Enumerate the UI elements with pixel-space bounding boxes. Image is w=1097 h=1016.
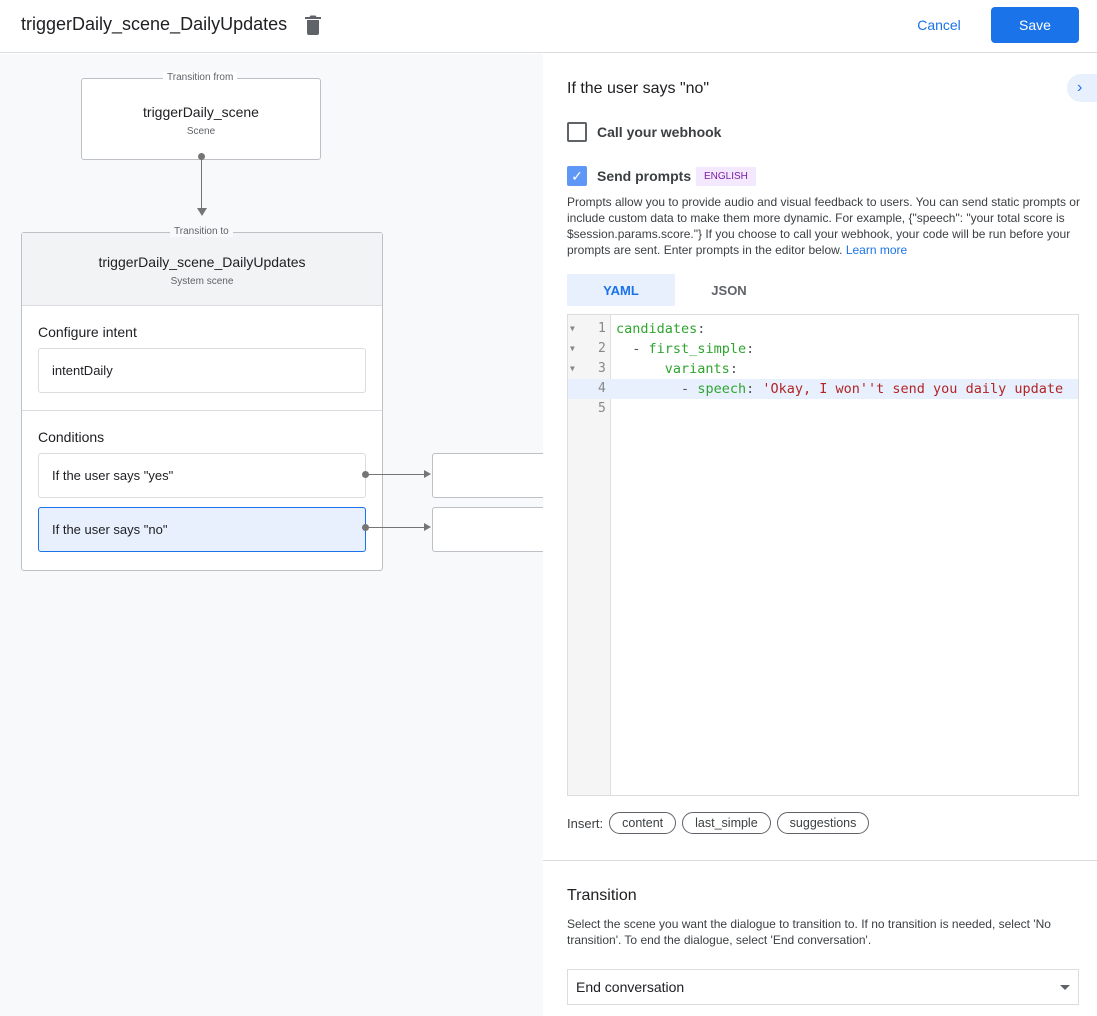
connector-dot — [362, 524, 369, 531]
to-scene-name: triggerDaily_scene_DailyUpdates — [98, 254, 306, 270]
insert-label: Insert: — [567, 815, 604, 831]
header: triggerDaily_scene_DailyUpdates Cancel S… — [0, 0, 1097, 53]
line-number: 1 — [598, 321, 606, 336]
line-number: 4 — [598, 381, 606, 396]
webhook-label: Call your webhook — [597, 124, 722, 140]
arrow-right-icon — [424, 470, 431, 478]
connector-dot — [198, 153, 205, 160]
transition-select[interactable]: End conversation — [567, 969, 1079, 1005]
target-node[interactable] — [432, 453, 543, 498]
fold-icon[interactable]: ▼ — [570, 364, 575, 373]
code-line-3: variants: — [664, 361, 738, 377]
panel-heading: If the user says "no" — [567, 80, 710, 97]
to-scene-type: System scene — [170, 276, 234, 287]
connector-dot — [362, 471, 369, 478]
from-scene-name: triggerDaily_scene — [143, 104, 259, 120]
description-text: Prompts allow you to provide audio and v… — [567, 195, 1080, 257]
transition-heading: Transition — [567, 887, 637, 904]
prompts-checkbox[interactable]: ✓ — [567, 166, 587, 186]
arrow-right-icon — [424, 523, 431, 531]
conditions-heading: Conditions — [38, 429, 105, 445]
flow-canvas: triggerDaily_scene Scene Transition from… — [0, 54, 543, 1016]
fold-icon[interactable]: ▼ — [570, 344, 575, 353]
code-line-1: candidates: — [616, 321, 706, 337]
target-node[interactable] — [432, 507, 543, 552]
insert-chip-suggestions[interactable]: suggestions — [776, 812, 870, 834]
connector-line — [366, 474, 426, 475]
from-scene-type: Scene — [186, 126, 216, 137]
fold-icon[interactable]: ▼ — [570, 324, 575, 333]
insert-chip-last-simple[interactable]: last_simple — [682, 812, 771, 834]
configure-intent-heading: Configure intent — [38, 324, 137, 340]
tab-yaml[interactable]: YAML — [567, 274, 675, 306]
connector-line — [366, 527, 426, 528]
collapse-chevron-icon[interactable]: › — [1067, 74, 1097, 102]
code-line-4: - speech: 'Okay, I won''t send you daily… — [681, 381, 1064, 397]
arrow-down-icon — [197, 208, 207, 216]
dropdown-arrow-icon — [1060, 985, 1070, 990]
prompts-label: Send prompts — [597, 168, 692, 184]
code-editor[interactable]: ▼ ▼ ▼ 1 2 3 4 5 candidates: - first_simp… — [567, 314, 1079, 796]
line-number: 5 — [598, 401, 606, 416]
transition-from-node[interactable]: triggerDaily_scene Scene — [81, 78, 321, 160]
language-badge: ENGLISH — [696, 167, 756, 186]
learn-more-link[interactable]: Learn more — [845, 243, 908, 257]
condition-yes[interactable]: If the user says "yes" — [38, 453, 366, 498]
page-title: triggerDaily_scene_DailyUpdates — [21, 14, 288, 34]
line-number: 3 — [598, 361, 606, 376]
insert-chip-content[interactable]: content — [609, 812, 677, 834]
transition-to-label: Transition to — [170, 226, 233, 237]
transition-from-label: Transition from — [163, 72, 238, 83]
line-number: 2 — [598, 341, 606, 356]
condition-panel: › If the user says "no" Call your webhoo… — [543, 54, 1097, 1016]
trash-icon[interactable] — [305, 15, 321, 35]
code-line-2: - first_simple: — [632, 341, 755, 357]
tab-json[interactable]: JSON — [711, 282, 747, 298]
prompts-description: Prompts allow you to provide audio and v… — [567, 194, 1082, 258]
intent-item[interactable]: intentDaily — [38, 348, 366, 393]
webhook-checkbox[interactable] — [567, 122, 587, 142]
transition-select-value: End conversation — [576, 979, 685, 995]
condition-no[interactable]: If the user says "no" — [38, 507, 366, 552]
insert-row: Insert: content last_simple suggestions — [567, 812, 870, 834]
transition-description: Select the scene you want the dialogue t… — [567, 917, 1051, 947]
cancel-button[interactable]: Cancel — [917, 17, 961, 33]
connector-line — [201, 158, 202, 208]
save-button[interactable]: Save — [991, 7, 1079, 43]
